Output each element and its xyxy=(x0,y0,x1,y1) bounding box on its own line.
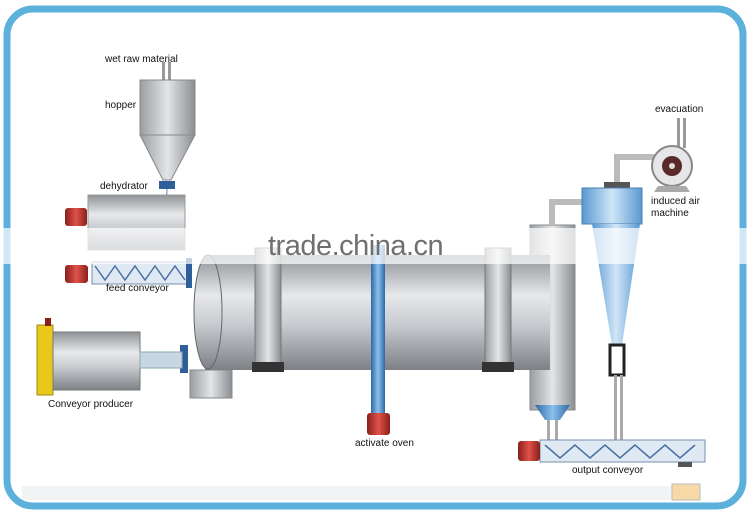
label-output-conveyor: output conveyor xyxy=(572,465,644,476)
activate-oven xyxy=(367,245,390,435)
watermark-band xyxy=(0,228,750,264)
bottom-ornament xyxy=(671,483,701,501)
label-evacuation: evacuation xyxy=(655,104,704,115)
watermark: trade.china.cn xyxy=(268,230,444,262)
label-conveyor-producer: Conveyor producer xyxy=(48,399,134,410)
label-induced-air: induced air xyxy=(651,196,700,207)
label-activate-oven: activate oven xyxy=(355,438,414,449)
output-conveyor xyxy=(518,439,706,467)
hopper xyxy=(139,62,196,246)
label-hopper: hopper xyxy=(105,100,137,111)
label-feed-conveyor: feed conveyor xyxy=(106,283,169,294)
induced-air-fan xyxy=(651,118,693,192)
conveyor-producer xyxy=(36,318,183,396)
label-wet-raw-material: wet raw material xyxy=(105,54,178,65)
bottom-strip xyxy=(22,486,672,500)
label-dehydrator: dehydrator xyxy=(100,181,148,192)
label-machine: machine xyxy=(651,208,689,219)
